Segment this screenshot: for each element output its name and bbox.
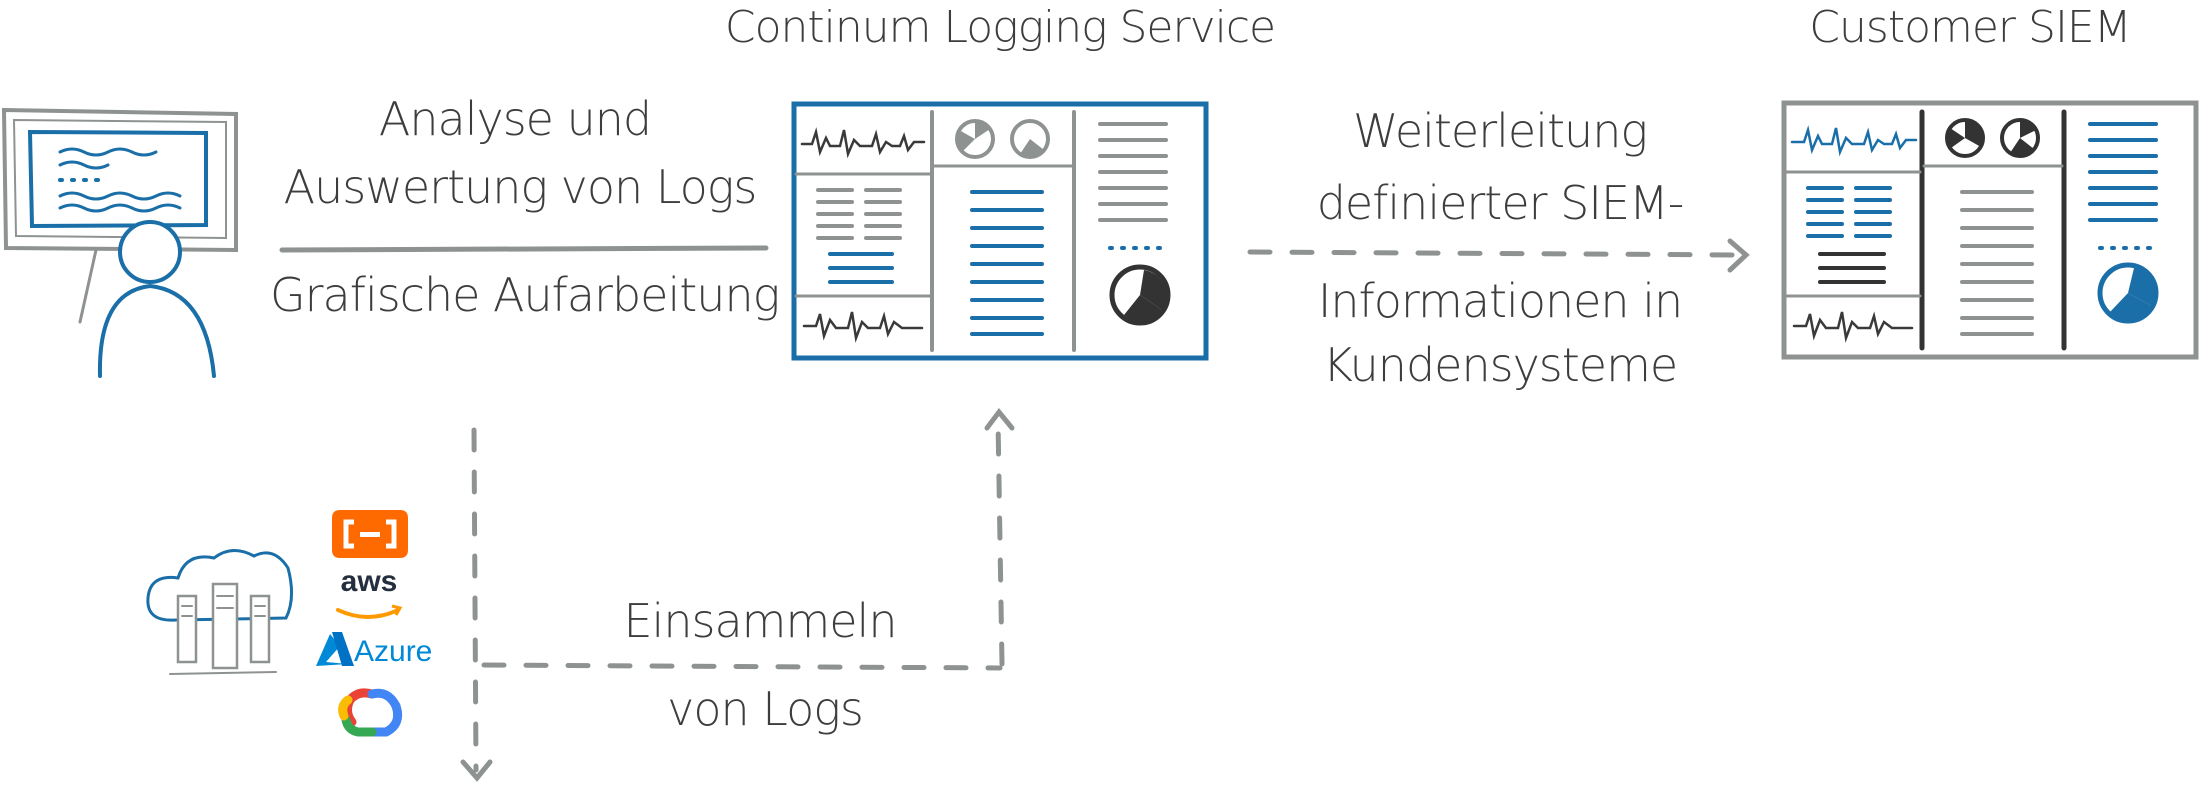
label-divider	[279, 245, 769, 253]
customer-siem-dashboard	[1781, 100, 2199, 360]
cloud-servers-icon	[146, 549, 293, 675]
logging-service-dashboard	[791, 101, 1209, 361]
down-arrow	[460, 427, 493, 782]
aws-logo: aws	[340, 565, 398, 598]
einsammeln-label-line1: Einsammeln	[623, 594, 897, 648]
customer-siem-title: Customer SIEM	[1809, 2, 2131, 53]
weiter-label-line1: Weiterleitung	[1353, 104, 1648, 158]
collect-arrow	[481, 407, 1015, 671]
forward-arrow	[1247, 238, 1750, 273]
google-cloud-logo	[338, 688, 403, 737]
weiter-label-line2: definierter SIEM-	[1316, 176, 1685, 230]
weiter-label-line4: Kundensysteme	[1322, 338, 1678, 392]
user-at-monitor-icon	[1, 107, 238, 378]
grafische-label: Grafische Aufarbeitung	[270, 268, 780, 322]
einsammeln-label-line2: von Logs	[667, 682, 864, 736]
logging-service-title: Continum Logging Service	[724, 2, 1276, 53]
analyse-label-line1: Analyse und	[378, 92, 652, 146]
azure-logo: Azure	[354, 635, 433, 668]
aws-smile-icon	[336, 608, 400, 619]
weiter-label-line3: Informationen in	[1317, 274, 1683, 328]
analyse-label-line2: Auswertung von Logs	[283, 160, 758, 214]
azure-mark-icon	[316, 632, 354, 666]
alibaba-cloud-logo	[332, 510, 408, 558]
